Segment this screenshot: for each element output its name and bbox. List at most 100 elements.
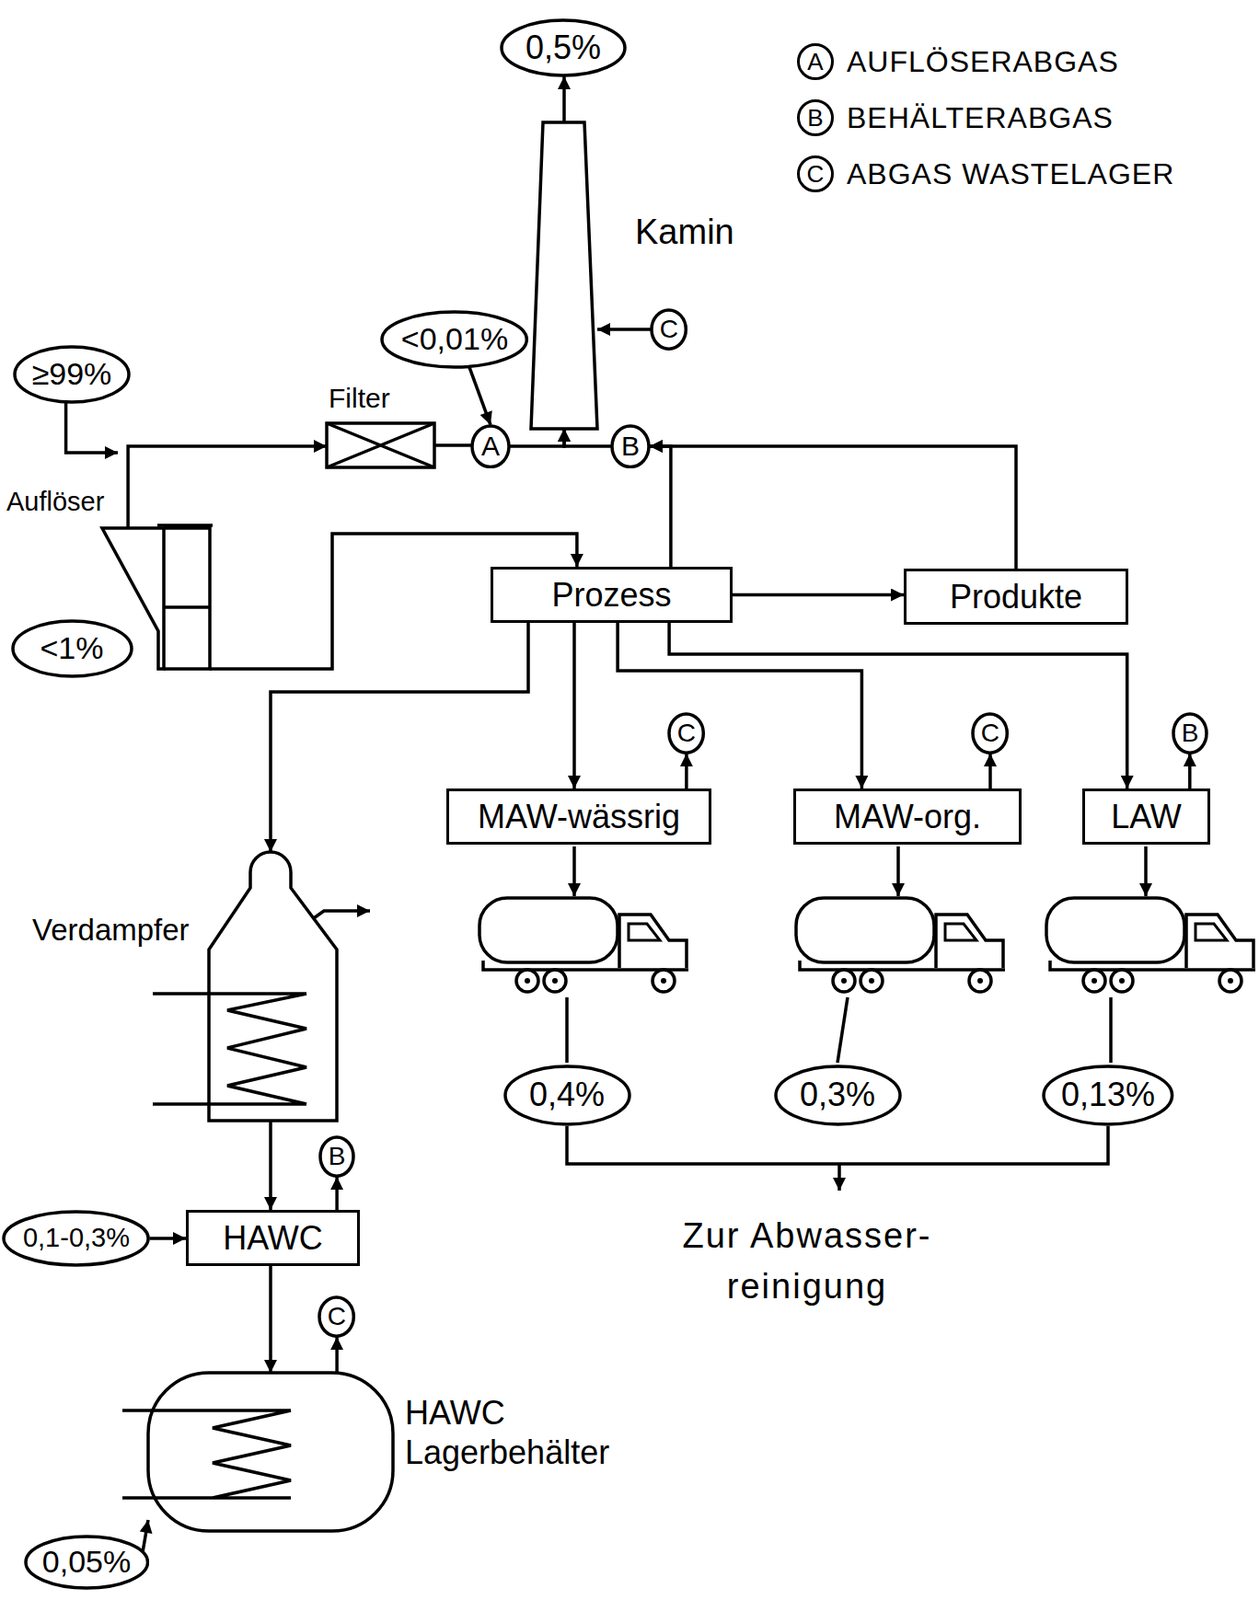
- tank-truck: [479, 898, 689, 993]
- node-text: LAW: [1110, 797, 1182, 836]
- flow-connector: [334, 1337, 339, 1374]
- node-text: 0,1-0,3%: [23, 1223, 130, 1254]
- flow-connector: [434, 443, 472, 448]
- node-text: 0,3%: [799, 1075, 876, 1114]
- callout-circle: C: [649, 308, 688, 351]
- node-text: B: [1181, 718, 1200, 749]
- legend-symbol: C: [796, 155, 834, 193]
- storage-tank-outline: [148, 1373, 393, 1532]
- legend-row: A AUFLÖSERABGAS: [796, 43, 1175, 81]
- node-text: MAW-wässrig: [477, 797, 681, 836]
- percent-ellipse: <1%: [11, 619, 134, 679]
- filter-outline: [326, 423, 435, 468]
- waste-box: MAW-wässrig: [446, 788, 712, 845]
- flow-connector: [562, 76, 566, 123]
- node-text: C: [659, 314, 679, 345]
- callout-circle: B: [318, 1135, 356, 1179]
- shape-label: Auflöser: [6, 486, 104, 518]
- flow-connector: [684, 753, 689, 789]
- node-text: <0,01%: [401, 321, 509, 358]
- percent-ellipse: 0,1-0,3%: [1, 1210, 151, 1268]
- flow-connector: [268, 1120, 273, 1211]
- shape-label: Verdampfer: [32, 912, 190, 948]
- callout-circle: B: [1171, 712, 1209, 755]
- shape-label: Filter: [328, 382, 391, 416]
- chimney: Kamin: [531, 122, 598, 429]
- callout-circle: A: [470, 424, 511, 470]
- flow-connector: [649, 446, 671, 567]
- flow-connector: [268, 1266, 273, 1374]
- waste-box: LAW: [1082, 788, 1211, 845]
- flow-connector: [572, 623, 577, 789]
- callout-circle: C: [970, 712, 1009, 755]
- legend-symbol: A: [796, 43, 834, 81]
- percent-ellipse: <0,01%: [380, 310, 529, 370]
- legend-symbol: B: [796, 99, 834, 137]
- callout-letter: C: [807, 161, 825, 186]
- process-box: Produkte: [903, 568, 1129, 625]
- legend-row: C ABGAS WASTELAGER: [796, 155, 1175, 193]
- flow-connector: [66, 403, 118, 453]
- flow-connector: [150, 1236, 187, 1241]
- percent-ellipse: 0,3%: [773, 1064, 902, 1127]
- flow-connector: [127, 446, 327, 529]
- callout-circle: C: [667, 712, 705, 755]
- flow-connector: [469, 367, 491, 425]
- shape-label: Kamin: [635, 212, 735, 254]
- percent-ellipse: 0,4%: [503, 1064, 632, 1127]
- waste-box: MAW-org.: [793, 788, 1022, 845]
- flow-connector: [597, 327, 651, 332]
- transfer-lines: [311, 846, 1146, 1191]
- flow-connector: [334, 1177, 339, 1211]
- destination-note: Zur Abwasser- reinigung: [655, 1211, 959, 1313]
- node-text: B: [328, 1142, 347, 1172]
- node-text: ≥99%: [32, 356, 113, 393]
- legend-text: ABGAS WASTELAGER: [846, 157, 1175, 192]
- node-text: Prozess: [551, 576, 671, 614]
- flow-connector: [509, 428, 565, 447]
- process-box: Prozess: [490, 566, 733, 624]
- node-text: C: [677, 718, 696, 749]
- flow-connector: [988, 753, 993, 789]
- callout-letter: B: [807, 105, 823, 130]
- process-box: HAWC: [185, 1210, 360, 1267]
- percent-ellipse: 0,05%: [23, 1535, 151, 1591]
- evaporator-outline: [208, 852, 337, 1121]
- storage-tank: HAWC Lagerbehälter: [148, 1373, 393, 1532]
- node-text: A: [481, 430, 500, 463]
- legend-text: AUFLÖSERABGAS: [846, 45, 1120, 80]
- legend: A AUFLÖSERABGAS B BEHÄLTERABGAS C ABGAS WASTE…: [796, 43, 1175, 212]
- legend-text: BEHÄLTERABGAS: [846, 101, 1114, 136]
- chimney-outline: [531, 122, 598, 429]
- node-text: HAWC: [222, 1219, 324, 1258]
- percent-ellipse: 0,13%: [1041, 1064, 1175, 1127]
- flow-connector: [669, 623, 1128, 789]
- flow-connector: [732, 593, 904, 598]
- tank-truck: [796, 898, 1005, 993]
- flow-connector: [142, 1520, 149, 1552]
- node-text: MAW-org.: [833, 797, 982, 836]
- node-text: <1%: [40, 630, 104, 667]
- node-text: 0,13%: [1061, 1075, 1156, 1114]
- flow-connector: [1188, 753, 1192, 789]
- callout-circle: C: [317, 1295, 356, 1339]
- node-text: B: [621, 430, 640, 463]
- node-text: 0,4%: [529, 1075, 605, 1114]
- flow-connector: [617, 623, 862, 789]
- node-text: Produkte: [949, 577, 1083, 616]
- flow-connector: [649, 446, 1017, 569]
- tank-truck: [1046, 898, 1256, 993]
- node-text: C: [981, 718, 1000, 749]
- percent-ellipse: 0,5%: [499, 18, 627, 78]
- legend-row: B BEHÄLTERABGAS: [796, 99, 1175, 137]
- shape-label: HAWC Lagerbehälter: [404, 1393, 645, 1473]
- flow-connector: [564, 428, 612, 447]
- callout-letter: A: [807, 49, 823, 74]
- node-text: C: [327, 1302, 347, 1332]
- evaporator: Verdampfer: [208, 852, 337, 1121]
- filter: Filter: [326, 423, 435, 468]
- node-text: 0,05%: [42, 1544, 131, 1581]
- callout-circle: B: [610, 424, 651, 470]
- percent-ellipse: ≥99%: [12, 345, 131, 405]
- node-text: 0,5%: [525, 28, 601, 67]
